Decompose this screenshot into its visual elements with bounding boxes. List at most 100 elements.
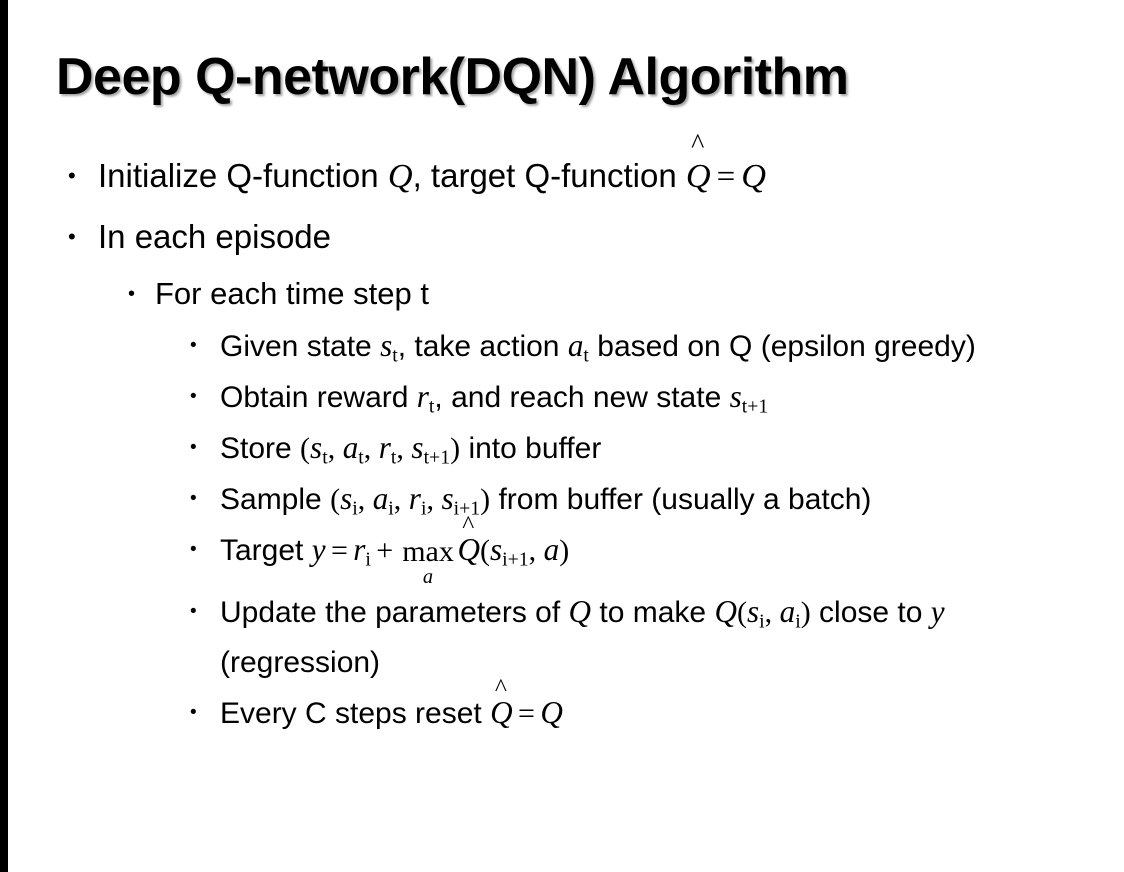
bullet-in-each-episode-text: In each episode xyxy=(98,218,332,255)
math-plus: + xyxy=(376,534,394,567)
bullet-marker: • xyxy=(68,163,76,188)
math-subscript: t xyxy=(392,344,398,367)
bullet-marker: • xyxy=(190,601,197,623)
bullet-marker: • xyxy=(190,335,197,356)
math-var-a: a xyxy=(567,328,584,363)
text-segment: , take action xyxy=(397,330,568,363)
math-var-r: r xyxy=(378,430,391,465)
math-var-a: a xyxy=(342,430,359,465)
math-subscript: i+1 xyxy=(502,548,529,571)
text-segment: Obtain reward xyxy=(220,381,417,414)
math-var-s: s xyxy=(380,328,393,363)
math-var-a: a xyxy=(372,481,389,516)
math-var-q-hat: Q^ xyxy=(685,129,711,195)
text-segment: Target xyxy=(220,534,312,567)
math-var-s: s xyxy=(340,481,353,516)
math-var-q: Q xyxy=(714,594,737,630)
bullet-given-state-text: Given state st, take action at based on … xyxy=(220,321,1094,372)
math-subscript: t xyxy=(428,395,435,418)
hat-accent-icon: ^ xyxy=(462,509,475,539)
bullet-initialize: • Initialize Q-function Q, target Q-func… xyxy=(0,129,1124,207)
math-var-r: r xyxy=(416,379,429,414)
math-var-r: r xyxy=(353,532,366,567)
math-equals: = xyxy=(330,534,348,567)
math-paren-close: ) xyxy=(450,432,461,465)
math-var-s: s xyxy=(441,481,454,516)
math-var-a: a xyxy=(543,532,560,567)
math-var-y: y xyxy=(930,594,945,630)
math-comma: , xyxy=(327,432,343,465)
math-max-label: max xyxy=(402,534,454,568)
math-subscript: i xyxy=(388,497,394,520)
math-subscript: i+1 xyxy=(453,497,481,520)
text-segment: from buffer (usually a batch) xyxy=(490,483,872,516)
text-segment: Sample xyxy=(220,483,331,516)
math-subscript: t xyxy=(583,344,589,367)
bullet-sample-buffer: • Sample (si, ai, ri, si+1) from buffer … xyxy=(0,474,1124,525)
text-segment: based on Q (epsilon greedy) xyxy=(588,330,976,363)
math-comma: , xyxy=(363,432,379,465)
math-subscript: i xyxy=(420,497,427,520)
bullet-marker: • xyxy=(190,702,197,724)
math-var-q-hat: Q^ xyxy=(457,509,480,567)
page-title: Deep Q-network(DQN) Algorithm xyxy=(56,48,849,106)
bullet-in-each-episode: • In each episode xyxy=(0,207,1124,267)
bullet-for-each-time-step: • For each time step t xyxy=(0,267,1124,321)
bullet-update-parameters-text: Update the parameters of Q to make Q(si,… xyxy=(220,587,1094,688)
slide-body: • Initialize Q-function Q, target Q-func… xyxy=(0,129,1124,739)
math-var-s: s xyxy=(310,430,323,465)
bullet-marker: • xyxy=(190,386,197,407)
bullet-reset-target-network-text: Every C steps reset Q^=Q xyxy=(220,675,1094,739)
math-subscript: i xyxy=(795,610,801,633)
text-segment: Store xyxy=(220,432,301,465)
math-var-q: Q xyxy=(568,594,592,630)
text-segment: , target Q-function xyxy=(412,157,686,194)
math-subscript: t xyxy=(358,446,364,469)
text-segment: close to xyxy=(810,596,931,630)
math-equals: = xyxy=(716,159,736,195)
math-paren-close: ) xyxy=(559,534,570,567)
math-var-q: Q xyxy=(387,157,413,195)
math-comma: , xyxy=(764,596,780,630)
math-var-q: Q xyxy=(741,157,766,195)
math-comma: , xyxy=(528,534,544,567)
math-subscript: i xyxy=(759,610,765,633)
left-edge-band xyxy=(0,0,8,872)
math-subscript: t+1 xyxy=(423,446,451,469)
math-paren-close: ) xyxy=(480,483,491,516)
bullet-store-buffer: • Store (st, at, rt, st+1) into buffer xyxy=(0,423,1124,474)
text-segment: to make xyxy=(591,596,715,630)
math-var-y: y xyxy=(311,532,326,567)
bullet-sample-buffer-text: Sample (si, ai, ri, si+1) from buffer (u… xyxy=(220,474,1094,525)
text-segment: Update the parameters of xyxy=(220,596,569,630)
math-paren-close: ) xyxy=(800,596,811,630)
bullet-initialize-text: Initialize Q-function Q, target Q-functi… xyxy=(98,129,1124,207)
bullet-obtain-reward: • Obtain reward rt, and reach new state … xyxy=(0,372,1124,423)
bullet-obtain-reward-text: Obtain reward rt, and reach new state st… xyxy=(220,372,1094,423)
math-max-subscript: a xyxy=(422,566,434,589)
math-equals: = xyxy=(518,697,535,731)
bullet-reset-target-network: • Every C steps reset Q^=Q xyxy=(0,675,1124,739)
bullet-marker: • xyxy=(128,283,136,305)
hat-accent-icon: ^ xyxy=(691,129,705,161)
bullet-for-each-time-step-text: For each time step t xyxy=(155,276,429,311)
math-comma: , xyxy=(426,483,442,516)
hat-accent-icon: ^ xyxy=(494,672,507,702)
math-comma: , xyxy=(357,483,373,516)
math-paren-open: ( xyxy=(300,432,311,465)
text-segment: Every C steps reset xyxy=(220,697,491,731)
text-segment: Given state xyxy=(220,330,381,363)
text-segment: Initialize Q-function xyxy=(98,157,388,194)
bullet-marker: • xyxy=(190,539,197,560)
math-var-a: a xyxy=(779,594,796,630)
math-var-s: s xyxy=(746,594,760,630)
math-var-s: s xyxy=(411,430,424,465)
text-segment: (regression) xyxy=(220,646,381,680)
math-subscript: i xyxy=(352,497,358,520)
math-paren-open: ( xyxy=(330,483,341,516)
bullet-marker: • xyxy=(190,488,197,509)
math-comma: , xyxy=(393,483,409,516)
